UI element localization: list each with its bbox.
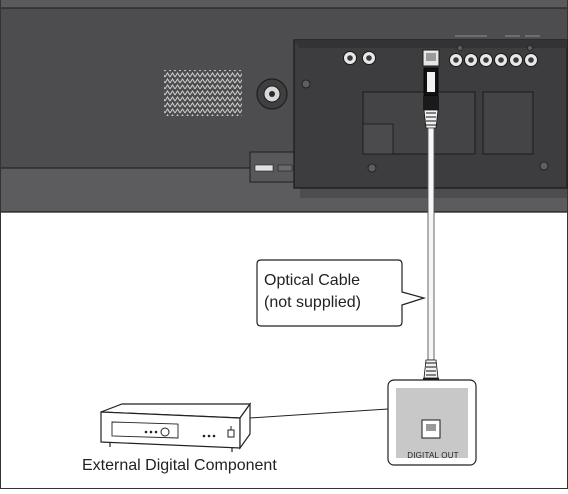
optical-cable: [427, 127, 435, 361]
optical-input-socket: [422, 49, 440, 67]
board-compartment-right: [482, 91, 534, 155]
panel-lower-lip: [1, 168, 567, 212]
knob: [256, 78, 288, 110]
hdmi-port-box: [249, 151, 301, 183]
aux-jacks: [343, 51, 376, 65]
callout-line-2: (not supplied): [264, 294, 361, 311]
panel-top-edge: [1, 0, 567, 8]
device-label: External Digital Component: [82, 457, 277, 474]
callout-label: Optical Cable (not supplied): [264, 270, 404, 314]
external-component-device: [100, 402, 252, 452]
optical-plug-top: [423, 67, 439, 129]
callout-line-1: Optical Cable: [264, 272, 361, 289]
rca-jack-row: [449, 35, 540, 67]
digital-out-port-box: [387, 379, 477, 466]
screw: [539, 161, 549, 171]
digital-out-label: DIGITAL OUT: [407, 451, 459, 460]
screw: [301, 79, 311, 89]
screw: [367, 163, 377, 173]
vent-grille: [164, 70, 242, 116]
callout-bubble: [256, 259, 427, 327]
device-to-port-line: [249, 408, 389, 419]
